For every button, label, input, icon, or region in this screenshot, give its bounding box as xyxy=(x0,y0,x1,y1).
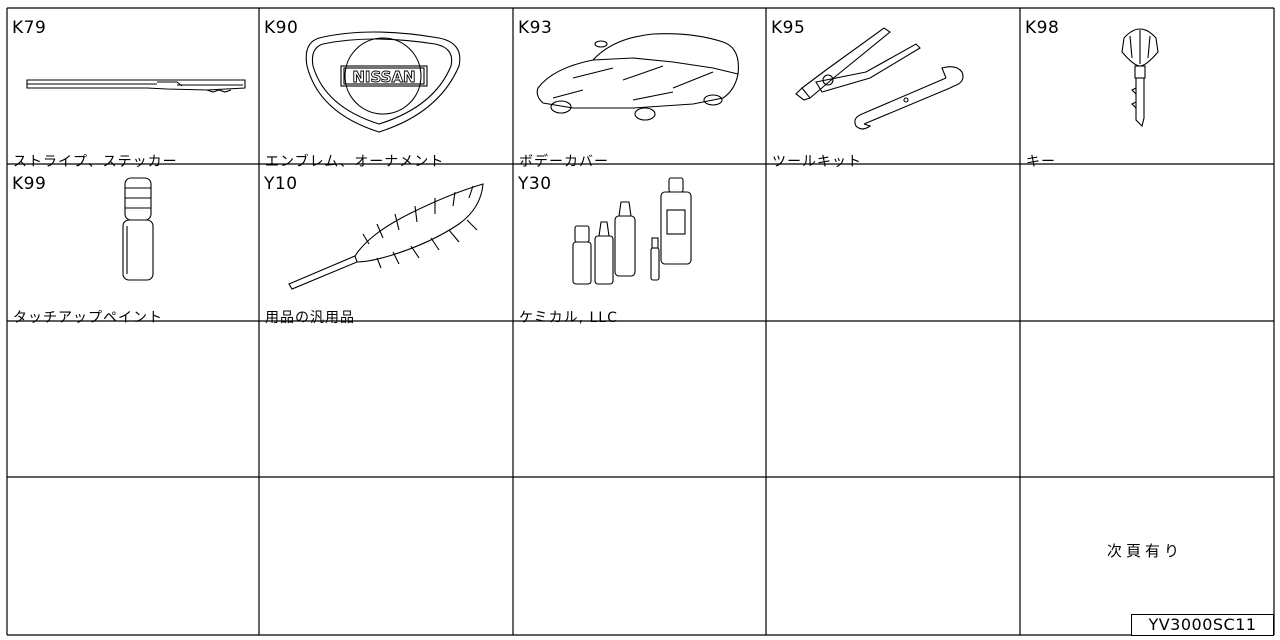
part-label: キー xyxy=(1026,154,1056,170)
touch-up-paint-icon xyxy=(122,177,154,281)
part-code: Y10 xyxy=(264,174,298,194)
part-label: ボデーカバー xyxy=(519,154,609,170)
part-cell-k98[interactable]: K98 キー xyxy=(1020,8,1274,170)
part-label: ツールキット xyxy=(772,154,862,170)
part-cell-y10[interactable]: Y10 用品の汎用品 xyxy=(259,164,513,326)
emblem-icon: NISSAN xyxy=(305,31,461,133)
part-label: 用品の汎用品 xyxy=(265,310,355,326)
part-code: K99 xyxy=(12,174,47,194)
part-label: エンブレム、オーナメント xyxy=(265,154,445,170)
part-cell-y30[interactable]: Y30 ケミカル, LLC xyxy=(513,164,766,326)
duster-icon xyxy=(288,183,484,290)
chemical-bottles-icon xyxy=(572,177,692,285)
part-cell-k93[interactable]: K93 ボデーカバー xyxy=(513,8,766,170)
part-code: K98 xyxy=(1025,18,1060,38)
part-code: K90 xyxy=(264,18,299,38)
part-code: K79 xyxy=(12,18,47,38)
part-cell-k90[interactable]: K90 NISSAN エンブレム、オーナメント xyxy=(259,8,513,170)
part-label: ストライプ、ステッカー xyxy=(13,154,178,170)
part-cell-k79[interactable]: K79 ストライプ、ステッカー xyxy=(7,8,259,170)
part-label: タッチアップペイント xyxy=(13,310,163,326)
tool-kit-icon xyxy=(795,27,964,130)
stripe-sticker-icon xyxy=(26,79,246,93)
part-code: K95 xyxy=(771,18,806,38)
part-cell-k95[interactable]: K95 ツールキット xyxy=(766,8,1020,170)
key-icon xyxy=(1121,28,1159,128)
part-code: K93 xyxy=(518,18,553,38)
next-page-note: 次頁有り xyxy=(1107,542,1184,560)
part-label: ケミカル, LLC xyxy=(519,310,618,326)
part-code: Y30 xyxy=(518,174,552,194)
body-cover-icon xyxy=(536,33,739,121)
part-cell-k99[interactable]: K99 タッチアップペイント xyxy=(7,164,259,326)
emblem-text: NISSAN xyxy=(352,68,415,86)
diagram-code: YV3000SC11 xyxy=(1131,614,1274,636)
